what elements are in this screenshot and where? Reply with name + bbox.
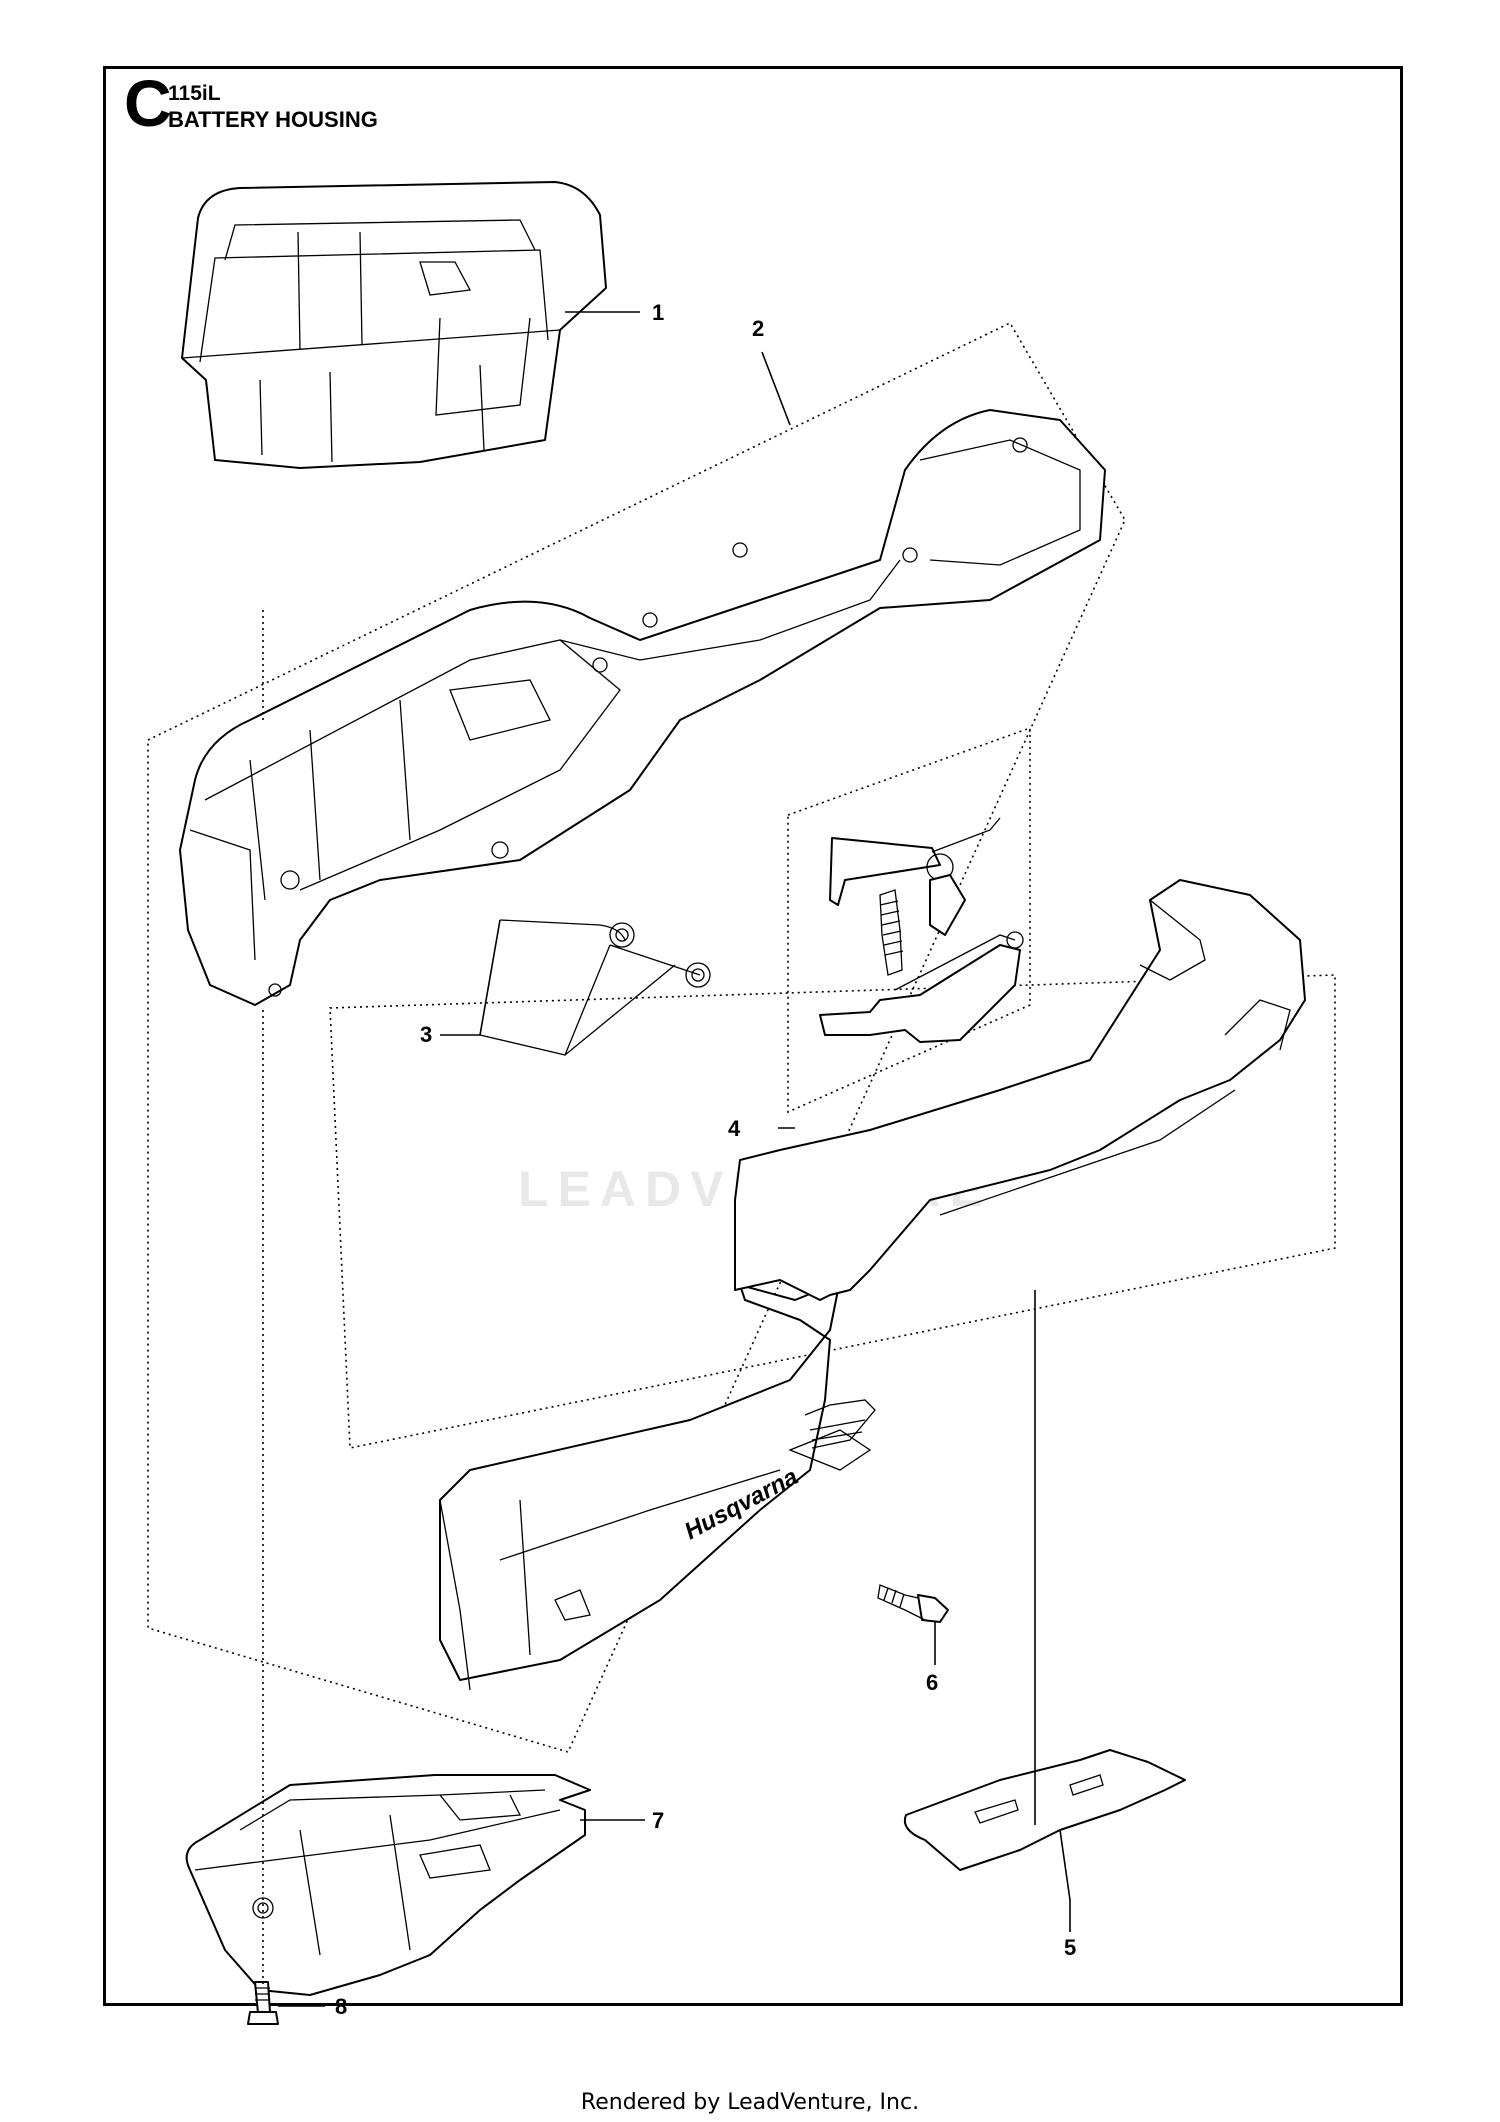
leader-lines: [262, 311, 1071, 2007]
leader-5b: [1059, 1829, 1071, 1932]
section-letter: C: [124, 66, 172, 140]
callout-8: 8: [335, 1994, 347, 2019]
part-5-side-trim[interactable]: [903, 1749, 1186, 1871]
part-5-front-housing[interactable]: Husqvarna: [439, 879, 1306, 1691]
diagram-title: BATTERY HOUSING: [168, 107, 378, 132]
part-2-rear-housing[interactable]: [179, 409, 1106, 1006]
diagram-frame: [103, 66, 1403, 2006]
callout-5: 5: [1064, 1935, 1076, 1960]
callout-3: 3: [420, 1022, 432, 1047]
callout-1: 1: [652, 300, 664, 325]
part-1-battery-box[interactable]: [181, 181, 607, 469]
callout-4: 4: [728, 1116, 741, 1141]
footer-credit: Rendered by LeadVenture, Inc.: [580, 2090, 920, 2115]
group-outline-4: [787, 726, 1031, 1114]
leader-2: [761, 351, 791, 426]
part-4-trigger-assembly[interactable]: [819, 817, 1024, 1043]
callout-6: 6: [926, 1670, 938, 1695]
group-outline-5: [329, 974, 1336, 1449]
part-6-screw[interactable]: [877, 1584, 949, 1623]
model-label: 115iL: [168, 82, 221, 105]
part-3-spring[interactable]: [479, 919, 711, 1056]
part-7-battery-cover[interactable]: [185, 1774, 591, 1996]
callout-2: 2: [752, 316, 764, 341]
callout-7: 7: [652, 1808, 664, 1833]
